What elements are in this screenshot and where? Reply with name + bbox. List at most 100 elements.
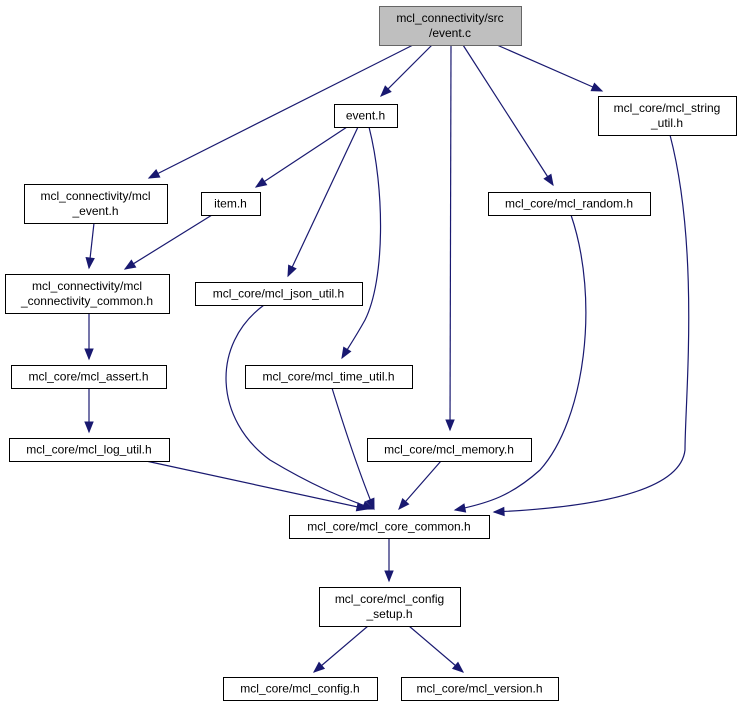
node-string-util[interactable]: mcl_core/mcl_string_util.h <box>598 96 737 136</box>
edge-core_common-to-config_setup <box>384 538 394 583</box>
node-label-line: mcl_connectivity/src <box>396 11 503 25</box>
node-assert[interactable]: mcl_core/mcl_assert.h <box>11 365 167 389</box>
node-item-h[interactable]: item.h <box>201 192 261 216</box>
edge-arrowhead <box>85 257 95 270</box>
edge-assert-to-log_util <box>84 388 94 434</box>
edge-arrowhead <box>147 169 161 179</box>
edges-layer <box>84 44 690 673</box>
edge-arrowhead <box>445 419 455 432</box>
edge-line <box>462 44 554 186</box>
edge-event_h-to-item_h <box>254 126 348 188</box>
node-label-line: item.h <box>214 197 247 211</box>
edge-arrowhead <box>287 264 297 278</box>
node-box <box>195 282 363 306</box>
node-core-common[interactable]: mcl_core/mcl_core_common.h <box>289 515 490 539</box>
edge-arrowhead <box>341 346 352 360</box>
node-label-line: mcl_core/mcl_config.h <box>240 682 359 696</box>
node-config-setup[interactable]: mcl_core/mcl_config_setup.h <box>319 587 461 627</box>
edge-arrowhead <box>384 570 394 583</box>
node-box <box>9 438 170 462</box>
edge-line <box>331 387 375 510</box>
node-label-line: mcl_core/mcl_random.h <box>505 197 633 211</box>
node-conn-common[interactable]: mcl_connectivity/mcl_connectivity_common… <box>5 274 170 314</box>
node-memory[interactable]: mcl_core/mcl_memory.h <box>367 438 532 462</box>
edge-arrowhead <box>361 500 375 510</box>
edge-root-to-string_util <box>496 44 604 92</box>
edge-line <box>124 214 213 270</box>
edge-root-to-mcl_event <box>147 44 414 179</box>
node-random[interactable]: mcl_core/mcl_random.h <box>488 192 651 216</box>
node-box <box>201 192 261 216</box>
node-box <box>598 96 737 136</box>
edge-arrowhead <box>254 177 268 188</box>
node-box <box>5 274 170 314</box>
edge-mcl_event-to-conn_common <box>85 222 95 270</box>
node-json-util[interactable]: mcl_core/mcl_json_util.h <box>195 282 363 306</box>
node-box <box>289 515 490 539</box>
node-box <box>401 677 559 701</box>
edge-time_util-to-core_common <box>331 387 375 511</box>
node-log-util[interactable]: mcl_core/mcl_log_util.h <box>9 438 170 462</box>
node-box <box>379 6 522 46</box>
node-label-line: mcl_connectivity/mcl <box>40 189 150 203</box>
node-label-line: mcl_core/mcl_memory.h <box>384 443 514 457</box>
node-box <box>11 365 167 389</box>
edge-arrowhead <box>312 661 326 673</box>
node-label-line: mcl_connectivity/mcl <box>32 279 142 293</box>
edge-memory-to-core_common <box>398 460 442 511</box>
edge-arrowhead <box>451 661 465 673</box>
edge-config_setup-to-version <box>408 625 465 673</box>
edge-arrowhead <box>492 506 505 517</box>
node-label-line: mcl_core/mcl_config <box>335 592 444 606</box>
node-label-line: event.h <box>346 109 385 123</box>
node-label-line: mcl_core/mcl_string <box>614 101 721 115</box>
edge-json_util-to-core_common <box>225 304 375 510</box>
node-label-line: _setup.h <box>365 607 412 621</box>
edge-arrowhead <box>590 82 604 92</box>
node-box <box>334 104 398 128</box>
node-box <box>367 438 532 462</box>
node-box <box>319 587 461 627</box>
edge-line <box>449 44 452 431</box>
node-event-h[interactable]: event.h <box>334 104 398 128</box>
node-box <box>24 184 168 224</box>
edge-arrowhead <box>123 259 137 270</box>
node-box <box>488 192 651 216</box>
edge-arrowhead <box>84 348 94 361</box>
edge-conn_common-to-assert <box>84 313 94 361</box>
node-root[interactable]: mcl_connectivity/src/event.c <box>379 6 522 46</box>
edge-line <box>398 460 442 510</box>
node-label-line: mcl_core/mcl_core_common.h <box>307 520 470 534</box>
edge-arrowhead <box>365 497 375 511</box>
node-mcl-event[interactable]: mcl_connectivity/mcl_event.h <box>24 184 168 224</box>
node-label-line: mcl_core/mcl_time_util.h <box>262 370 394 384</box>
edge-root-to-random <box>462 44 554 187</box>
edge-line <box>341 126 382 359</box>
edge-line <box>408 625 464 673</box>
nodes-layer: mcl_connectivity/src/event.c event.h mcl_c… <box>5 6 737 701</box>
edge-line <box>496 44 603 92</box>
edge-line <box>287 126 359 277</box>
node-version[interactable]: mcl_core/mcl_version.h <box>401 677 559 701</box>
edge-event_h-to-time_util <box>341 126 382 360</box>
edge-arrowhead <box>453 503 467 513</box>
edge-line <box>255 126 348 188</box>
edge-config_setup-to-config <box>312 625 369 673</box>
edge-line <box>313 625 369 673</box>
edge-random-to-core_common <box>453 214 587 513</box>
node-label-line: mcl_core/mcl_json_util.h <box>213 287 344 301</box>
edge-arrowhead <box>543 173 554 187</box>
edge-root-to-memory <box>445 44 455 432</box>
node-label-line: mcl_core/mcl_log_util.h <box>26 443 151 457</box>
edge-line <box>380 44 433 97</box>
edge-line <box>225 304 374 510</box>
node-label-line: mcl_core/mcl_assert.h <box>28 370 148 384</box>
node-label-line: /event.c <box>429 26 471 40</box>
node-config[interactable]: mcl_core/mcl_config.h <box>223 677 378 701</box>
node-time-util[interactable]: mcl_core/mcl_time_util.h <box>245 365 413 389</box>
edge-line <box>493 134 690 513</box>
edge-item_h-to-conn_common <box>123 214 213 270</box>
edge-line <box>148 44 414 179</box>
edge-string_util-to-core_common <box>492 134 690 517</box>
edge-root-to-event_h <box>380 44 433 97</box>
